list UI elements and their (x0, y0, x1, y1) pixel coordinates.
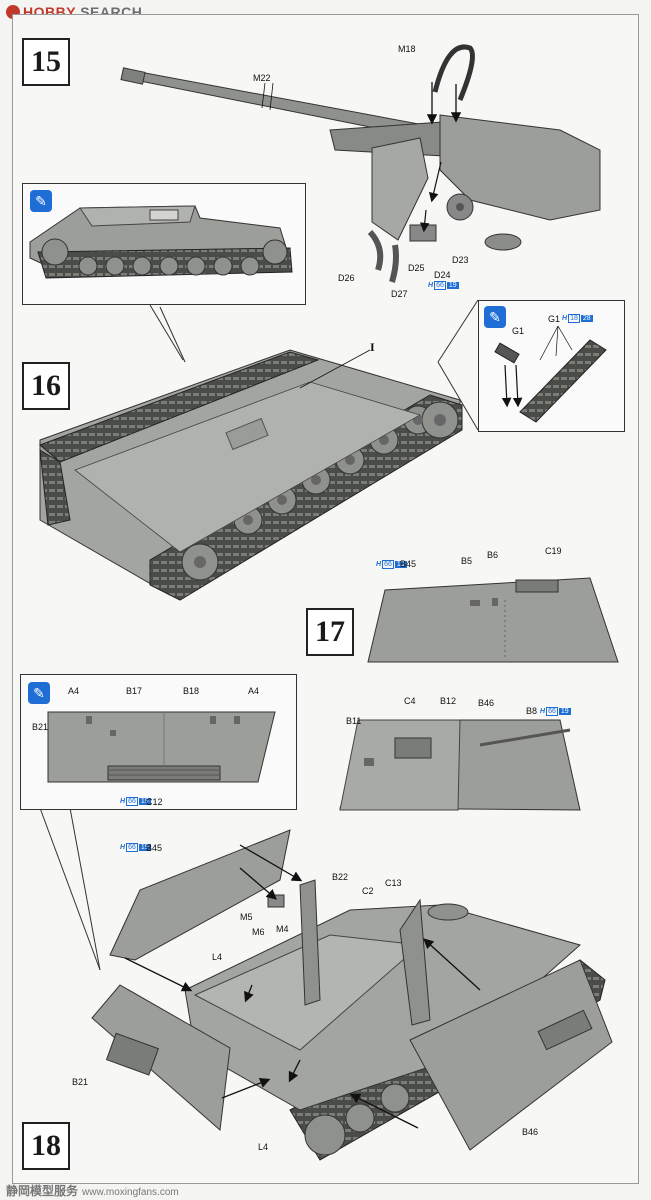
part-label: M4 (276, 924, 289, 934)
part-label: M5 (240, 912, 253, 922)
part-label: B45 (400, 559, 417, 569)
paint-brush-icon: ✎ (484, 306, 506, 328)
step-number-17: 17 (306, 608, 354, 656)
step-number-16: 16 (22, 362, 70, 410)
hull-marker: I (370, 340, 375, 354)
part-label: B11 (346, 716, 362, 726)
part-label: B6 (487, 550, 499, 560)
part-label: A4 (68, 686, 80, 696)
part-label: B46 (522, 1127, 539, 1137)
part-label: B5 (461, 556, 473, 566)
part-label: B22 (332, 872, 349, 882)
gun-assembly (120, 44, 601, 283)
part-label: D27 (391, 289, 408, 299)
paint-brush-icon: ✎ (30, 190, 52, 212)
upper-plate-b45 (367, 577, 619, 663)
part-label: C12 (146, 797, 163, 807)
part-label: M18 (398, 44, 416, 54)
part-label: G1 (512, 326, 525, 336)
part-label: B21 (32, 722, 49, 732)
part-label: B18 (183, 686, 200, 696)
part-label: D25 (408, 263, 425, 273)
part-label: D26 (338, 273, 355, 283)
paint-brush-icon: ✎ (28, 682, 50, 704)
superstructure-assembly (39, 807, 613, 1161)
part-label: B46 (478, 698, 495, 708)
part-label: D23 (452, 255, 469, 265)
part-label: B17 (126, 686, 143, 696)
part-label: B21 (72, 1077, 89, 1087)
part-label: C13 (385, 878, 402, 888)
part-label: B12 (440, 696, 457, 706)
part-label: L4 (258, 1142, 269, 1152)
part-label: C19 (545, 546, 562, 556)
part-label: A4 (248, 686, 260, 696)
part-label: C2 (362, 886, 374, 896)
part-label: M22 (253, 73, 271, 83)
stug-side-view-detail (29, 205, 293, 279)
hull-underside (39, 349, 463, 601)
part-label: C4 (404, 696, 416, 706)
part-label: G1 (548, 314, 561, 324)
part-label: B45 (146, 843, 163, 853)
track-links-detail (494, 325, 607, 423)
step-number-15: 15 (22, 38, 70, 86)
part-label: D24 (434, 270, 451, 280)
plate-b46-inner (339, 719, 581, 811)
plate-b21-detail (47, 711, 276, 783)
part-label: L4 (212, 952, 223, 962)
part-label: B8 (526, 706, 538, 716)
part-label: M6 (252, 927, 265, 937)
step-number-18: 18 (22, 1122, 70, 1170)
